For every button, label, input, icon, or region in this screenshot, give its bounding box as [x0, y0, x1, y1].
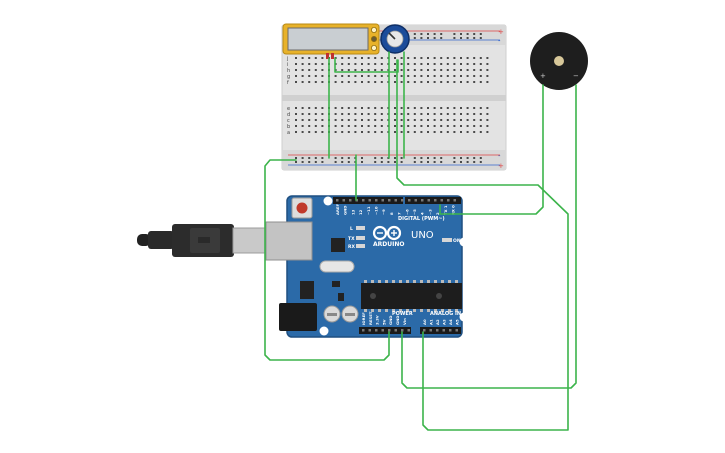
buzzer-plus-label: +	[540, 72, 546, 80]
row-letter: f	[287, 80, 289, 86]
pin-label: ~5	[412, 209, 417, 215]
led-l-label: L	[350, 226, 353, 232]
pin-label: 2	[435, 212, 440, 215]
row-letter: j	[286, 56, 288, 62]
pin-label: A3	[442, 319, 447, 325]
pin-label: 7	[397, 212, 402, 215]
buzzer-icon[interactable]: + −	[530, 32, 588, 90]
row-letter: d	[287, 112, 290, 118]
wires	[264, 51, 577, 431]
pin-label: ~10	[374, 206, 379, 215]
row-letter: c	[287, 118, 290, 124]
pin-label: ~9	[381, 209, 386, 215]
rail-minus-label: -	[498, 37, 501, 45]
main-chip-pins	[364, 280, 458, 312]
pin-label: TX 1	[443, 205, 448, 215]
brand-label: ARDUINO	[373, 241, 404, 248]
row-letter: g	[287, 74, 290, 80]
pin-label: ~11	[366, 206, 371, 215]
row-letter: b	[287, 124, 290, 130]
pin-label: AREF	[335, 204, 340, 215]
digital-header-label: DIGITAL (PWM~)	[398, 216, 445, 222]
lcd-icon[interactable]	[282, 23, 380, 59]
row-letter: i	[287, 62, 288, 68]
pin-label: A0	[422, 319, 427, 325]
pin-label: A4	[448, 319, 453, 325]
potentiometer-icon[interactable]	[380, 24, 410, 54]
wire-buzzer-minus-to-gnd[interactable]	[401, 84, 577, 389]
pin-label: ~3	[427, 209, 432, 215]
usb-cable-icon[interactable]	[137, 224, 270, 257]
pin-label: RX 0	[451, 205, 456, 215]
pin-label: A1	[429, 319, 434, 325]
infinity-logo-icon	[372, 225, 402, 241]
wire-lcd-to-pot[interactable]	[334, 57, 399, 73]
pin-label: A2	[435, 319, 440, 325]
on-label: ON	[453, 238, 461, 244]
pin-label: RESET	[368, 311, 373, 325]
analog-header-label: ANALOG IN	[430, 311, 461, 317]
pin-label: IOREF	[361, 312, 366, 325]
wire-rail-to-5v[interactable]	[264, 159, 390, 361]
pin-label: A5	[455, 319, 460, 325]
pin-label: 5V	[381, 319, 386, 325]
pin-label: GND	[395, 316, 400, 325]
wire-buzzer-plus-to-pin[interactable]	[439, 84, 544, 215]
power-header-label: POWER	[392, 311, 413, 317]
pin-label: 12	[358, 209, 363, 215]
led-rx-label: RX	[348, 244, 355, 250]
row-letter: a	[287, 130, 290, 136]
pin-label: 8	[389, 212, 394, 215]
header-pins	[336, 199, 458, 332]
row-letter: h	[287, 68, 290, 74]
pin-label: 3.3V	[375, 315, 380, 325]
wire-pot-to-a0[interactable]	[396, 59, 569, 431]
model-label: UNO	[411, 230, 434, 241]
buzzer-minus-label: −	[573, 72, 579, 80]
pin-label: ~6	[404, 209, 409, 215]
rail-minus-label-bottom: -	[498, 152, 501, 160]
pin-label: Vin	[402, 318, 407, 325]
pin-label: 4	[420, 212, 425, 215]
pin-label: GND	[388, 316, 393, 325]
pin-label: 13	[350, 209, 355, 215]
rail-plus-label-bottom: +	[498, 162, 504, 170]
row-letter: e	[287, 106, 290, 112]
pin-label: GND	[343, 206, 348, 215]
rail-plus-label: +	[498, 28, 504, 36]
led-tx-label: TX	[348, 236, 355, 242]
